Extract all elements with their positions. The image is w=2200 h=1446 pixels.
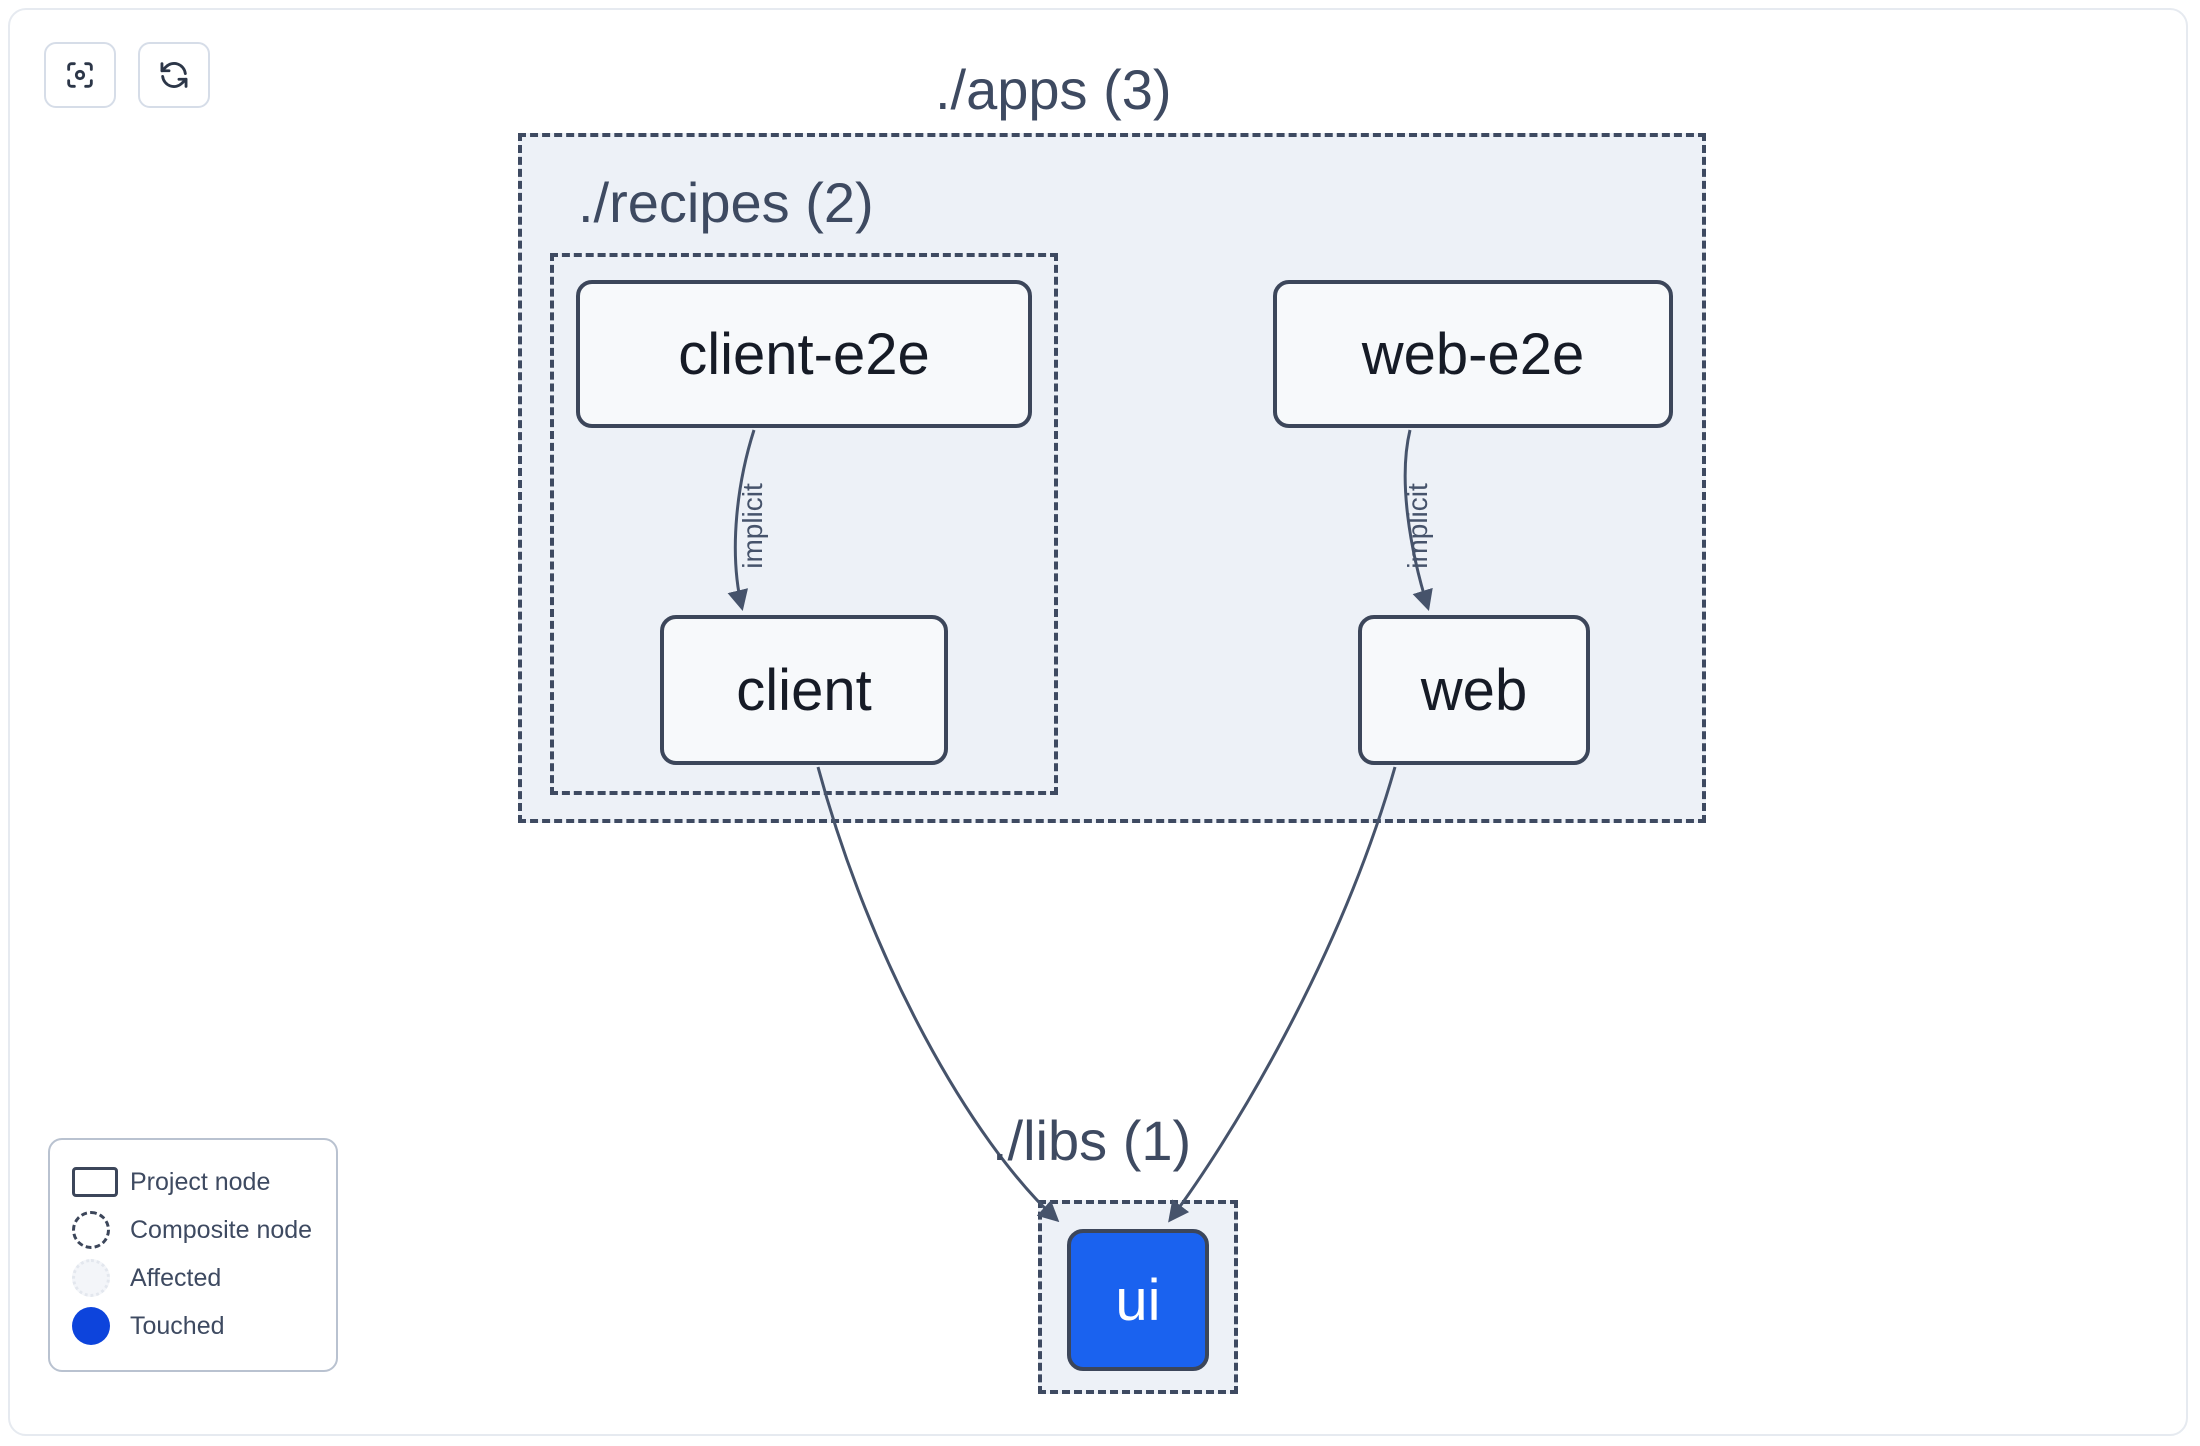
graph-frame: ./apps (3) ./recipes (2) ./libs (1) impl… xyxy=(8,8,2188,1436)
legend-item-touched: Touched xyxy=(72,1302,316,1350)
refresh-icon xyxy=(157,58,191,92)
legend-label: Affected xyxy=(130,1263,222,1292)
project-graph: ./apps (3) ./recipes (2) ./libs (1) impl… xyxy=(10,10,2186,1434)
graph-legend: Project node Composite node Affected Tou… xyxy=(48,1138,338,1372)
composite-node-swatch xyxy=(72,1211,130,1249)
project-node-swatch xyxy=(72,1167,130,1197)
focus-icon xyxy=(63,58,97,92)
touched-swatch xyxy=(72,1307,130,1345)
project-node-client[interactable]: client xyxy=(660,615,948,765)
legend-item-composite-node: Composite node xyxy=(72,1206,316,1254)
composite-label-recipes: ./recipes (2) xyxy=(578,171,874,234)
project-node-label: web xyxy=(1420,657,1528,723)
legend-label: Composite node xyxy=(130,1215,313,1244)
legend-label: Touched xyxy=(130,1311,225,1340)
legend-item-affected: Affected xyxy=(72,1254,316,1302)
legend-item-project-node: Project node xyxy=(72,1158,316,1206)
project-node-label: client xyxy=(736,657,872,723)
edge-label-client-e2e-client: implicit xyxy=(736,483,768,569)
composite-label-apps: ./apps (3) xyxy=(935,58,1172,121)
project-node-web[interactable]: web xyxy=(1358,615,1590,765)
edge-web-to-ui xyxy=(1168,766,1397,1223)
project-node-ui[interactable]: ui xyxy=(1067,1229,1209,1371)
edge-label-web-e2e-web: implicit xyxy=(1401,483,1433,569)
affected-swatch xyxy=(72,1259,130,1297)
legend-label: Project node xyxy=(130,1167,271,1196)
graph-toolbar xyxy=(44,42,210,108)
project-node-label: web-e2e xyxy=(1361,321,1585,387)
project-node-web-e2e[interactable]: web-e2e xyxy=(1273,280,1673,428)
focus-graph-button[interactable] xyxy=(44,42,116,108)
project-node-client-e2e[interactable]: client-e2e xyxy=(576,280,1032,428)
refresh-graph-button[interactable] xyxy=(138,42,210,108)
project-node-label: client-e2e xyxy=(678,321,930,387)
project-node-label: ui xyxy=(1115,1267,1161,1333)
composite-label-libs: ./libs (1) xyxy=(992,1109,1192,1172)
